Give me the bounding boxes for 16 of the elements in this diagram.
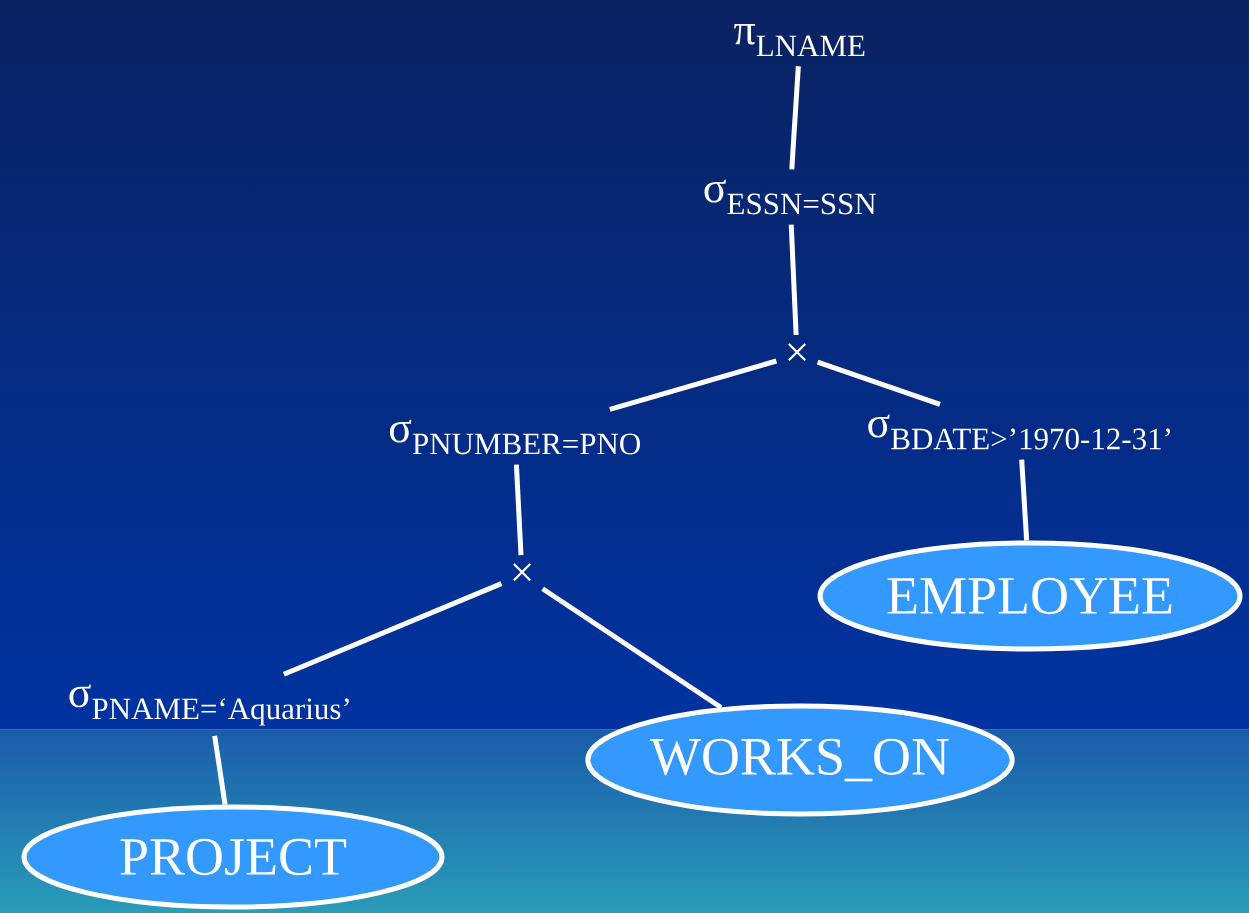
tree-edge bbox=[1019, 459, 1030, 541]
operator-label: $\mbox{π}_{\mbox{\fontsize{31}{34}\selectfont LNAME}}$ bbox=[734, 23, 865, 57]
operator-symbol: × bbox=[513, 563, 531, 582]
tree-edge bbox=[789, 66, 801, 170]
tree-edge bbox=[282, 581, 503, 677]
operator-label: $\mbox{σ}_{\mbox{\fontsize{31}{34}\selectfont ESSN=SSN}}$ bbox=[704, 179, 876, 215]
tree-edge bbox=[541, 586, 723, 710]
tree-edge bbox=[212, 735, 228, 805]
tree-edge bbox=[609, 358, 778, 412]
tree-edge bbox=[788, 224, 799, 336]
tree-edge bbox=[816, 359, 941, 407]
tree-edge bbox=[513, 464, 524, 556]
operator-symbol: × bbox=[788, 343, 806, 362]
operator-label: $\mbox{σ}_{\mbox{\fontsize{31}{34}\selectfont BDATE>’1970-12-31’}}$ bbox=[868, 414, 1170, 450]
operator-label: $\mbox{σ}_{\mbox{\fontsize{31}{34}\selectfont PNUMBER=PNO}}$ bbox=[389, 419, 640, 455]
operator-label: $\mbox{σ}_{\mbox{\fontsize{31}{34}\selectfont PNAME=‘Aquarius’}}$ bbox=[69, 684, 349, 726]
